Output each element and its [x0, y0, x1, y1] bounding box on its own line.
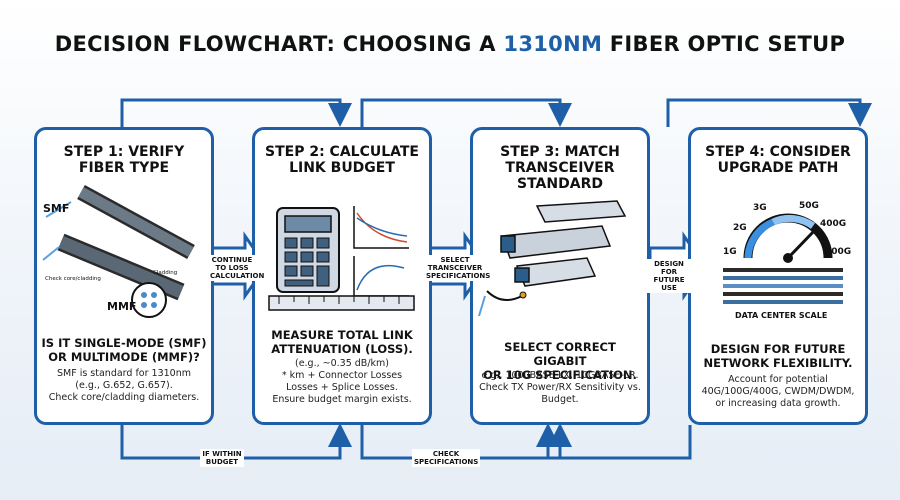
gauge-label-400g-top: 400G — [820, 219, 846, 229]
step-3-title: STEP 3: MATCH TRANSCEIVER STANDARD — [473, 144, 647, 192]
calculator-icon — [268, 206, 415, 311]
mmf-label: MMF — [107, 300, 136, 313]
question-line: OR MULTIMODE (MMF)? — [48, 350, 200, 364]
question-line: NETWORK FLEXIBILITY. — [703, 356, 853, 370]
detail-line: Check core/cladding diameters. — [48, 392, 200, 403]
connector-label-line: CHECK — [432, 450, 460, 458]
smf-label: SMF — [43, 202, 69, 215]
gauge-label-1g: 1G — [723, 247, 737, 257]
detail-line: Budget. — [541, 394, 579, 405]
step-2-details: (e.g., ~0.35 dB/km) * km + Connector Los… — [261, 358, 423, 406]
step-1-question: IS IT SINGLE-MODE (SMF) OR MULTIMODE (MM… — [41, 336, 207, 364]
detail-line: Account for potential — [728, 374, 828, 385]
question-line: MEASURE TOTAL LINK — [271, 328, 413, 342]
step-title-line: FIBER TYPE — [78, 160, 170, 176]
step-2-title: STEP 2: CALCULATE LINK BUDGET — [255, 144, 429, 176]
detail-line: Ensure budget margin exists. — [272, 394, 412, 405]
detail-line: (e.g., G.652, G.657). — [75, 380, 173, 391]
detail-line: Check TX Power/RX Sensitivity vs. — [479, 382, 641, 393]
connector-label-line: SPECIFICATIONS — [414, 458, 479, 466]
title-text: DECISION FLOWCHART: CHOOSING A — [54, 32, 504, 56]
step-title-line: LINK BUDGET — [289, 160, 395, 176]
connector-label-line: SPECIFICATIONS — [426, 272, 491, 280]
step-title-line: STEP 1: VERIFY — [63, 144, 185, 160]
fiber-cable-icon: SMF Check core/cladding Cladding MMF — [42, 184, 195, 318]
step-4-title: STEP 4: CONSIDER UPGRADE PATH — [691, 144, 865, 176]
connector-label-line: DESIGN FOR — [654, 260, 684, 276]
title-highlight: 1310NM — [503, 32, 603, 56]
question-line: ATTENUATION (LOSS). — [271, 342, 413, 356]
bottom-loop-arrow-3 — [536, 423, 692, 460]
core-label: Check core/cladding — [45, 276, 101, 282]
question-line: OR 10G SPECIFICATION. — [483, 368, 637, 382]
connector-label-line: FUTURE USE — [653, 276, 685, 292]
step-4-question: DESIGN FOR FUTURE NETWORK FLEXIBILITY. — [695, 342, 861, 370]
top-loop-arrow-1 — [120, 98, 352, 127]
step-3-details: e.g., 1000BASE-LX, 10GBASE-LR. Check TX … — [479, 370, 641, 406]
connector-label-2: SELECT TRANSCEIVER SPECIFICATIONS — [424, 255, 491, 281]
gauge-label-400g: 400G — [825, 247, 851, 257]
step-title-line: TRANSCEIVER — [505, 160, 615, 176]
connector-label-line: CALCULATION — [210, 272, 265, 280]
gauge-label-50g: 50G — [799, 201, 819, 211]
question-line: DESIGN FOR FUTURE — [710, 342, 846, 356]
title-text-end: FIBER OPTIC SETUP — [602, 32, 846, 56]
data-center-scale-label: DATA CENTER SCALE — [735, 311, 827, 320]
step-1-card: STEP 1: VERIFY FIBER TYPE SMF Check core… — [34, 127, 214, 425]
step-4-details: Account for potential 40G/100G/400G, CWD… — [697, 374, 859, 410]
gauge-label-3g: 3G — [753, 203, 767, 213]
connector-label-line: SELECT — [440, 256, 470, 264]
detail-line: or increasing data growth. — [715, 398, 841, 409]
bottom-label-2: CHECK SPECIFICATIONS — [412, 449, 480, 467]
bottom-label-1: IF WITHIN BUDGET — [200, 449, 244, 467]
connector-label-line: TRANSCEIVER — [427, 264, 483, 272]
speed-gauge-icon: 1G 2G 3G 50G 400G 400G DATA CENTER SCALE — [723, 201, 851, 320]
step-2-card: STEP 2: CALCULATE LINK BUDGET — [252, 127, 432, 425]
step-title-line: STEP 3: MATCH — [500, 144, 620, 160]
detail-line: (e.g., ~0.35 dB/km) — [294, 358, 389, 369]
connector-label-line: CONTINUE — [211, 256, 253, 264]
step-1-title: STEP 1: VERIFY FIBER TYPE — [37, 144, 211, 176]
detail-line: 40G/100G/400G, CWDM/DWDM, — [701, 386, 855, 397]
detail-line: e.g., 1000BASE-LX, 10GBASE-LR. — [481, 370, 639, 381]
page-title: DECISION FLOWCHART: CHOOSING A 1310NM FI… — [0, 32, 900, 56]
connector-label-line: TO LOSS — [215, 264, 249, 272]
detail-line: Losses + Splice Losses. — [286, 382, 398, 393]
step-3-question: SELECT CORRECT GIGABIT OR 10G SPECIFICAT… — [477, 340, 643, 382]
connector-label-1: CONTINUE TO LOSS CALCULATION — [208, 255, 265, 281]
step-title-line: STANDARD — [517, 176, 603, 192]
step-title-line: UPGRADE PATH — [717, 160, 839, 176]
step-title-line: STEP 4: CONSIDER — [705, 144, 851, 160]
connector-label-3: DESIGN FOR FUTURE USE — [644, 259, 694, 293]
detail-line: SMF is standard for 1310nm — [56, 368, 191, 379]
step-2-question: MEASURE TOTAL LINK ATTENUATION (LOSS). — [259, 328, 425, 356]
transceiver-icon — [478, 200, 627, 317]
step-1-details: SMF is standard for 1310nm (e.g., G.652,… — [43, 368, 205, 404]
cladding-label: Cladding — [153, 270, 177, 276]
question-line: IS IT SINGLE-MODE (SMF) — [41, 336, 207, 350]
detail-line: * km + Connector Losses — [281, 370, 403, 381]
step-3-card: STEP 3: MATCH TRANSCEIVER STANDARD SELEC… — [470, 127, 650, 425]
step-4-card: STEP 4: CONSIDER UPGRADE PATH 1G 2G 3G 5… — [688, 127, 868, 425]
gauge-label-2g: 2G — [733, 223, 747, 233]
question-line: SELECT CORRECT GIGABIT — [504, 340, 616, 368]
step-title-line: STEP 2: CALCULATE — [265, 144, 419, 160]
connector-label-line: BUDGET — [205, 458, 239, 466]
top-loop-arrow-3 — [666, 98, 872, 127]
top-loop-arrow-2 — [360, 98, 572, 127]
connector-label-line: IF WITHIN — [202, 450, 242, 458]
